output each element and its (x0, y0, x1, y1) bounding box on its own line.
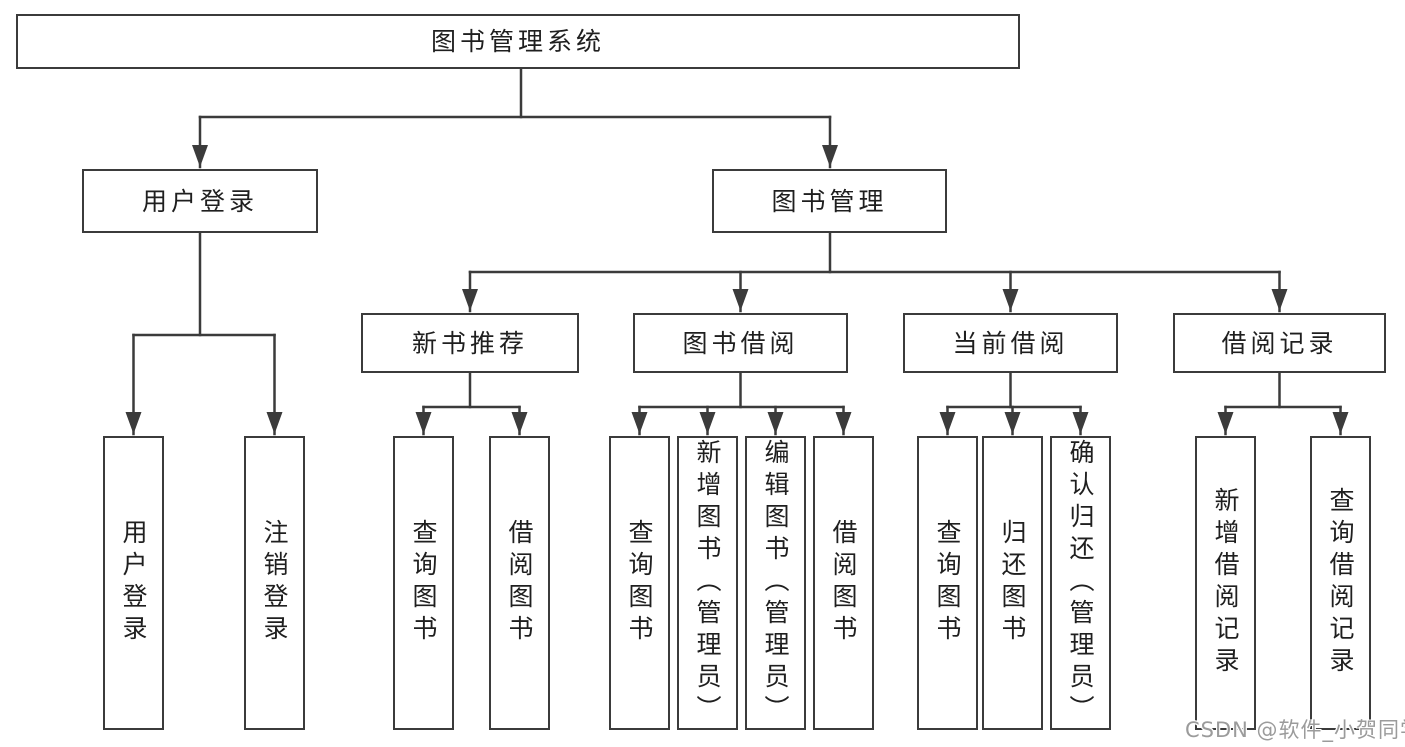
node-label: 确认归还（管理员） (1066, 439, 1095, 727)
node-label: 借阅图书 (505, 519, 534, 647)
node-new-book-recommendation: 新书推荐 (361, 313, 579, 373)
leaf-confirm-return-admin: 确认归还（管理员） (1050, 436, 1111, 730)
node-label: 图书管理 (771, 186, 888, 216)
node-user-login: 用户登录 (82, 169, 318, 233)
leaf-add-book-admin: 新增图书（管理员） (677, 436, 738, 730)
node-current-borrowing: 当前借阅 (903, 313, 1118, 373)
node-label: 用户登录 (141, 186, 258, 216)
node-label: 当前借阅 (952, 328, 1069, 358)
node-label: 新增图书（管理员） (693, 439, 722, 727)
csdn-watermark: CSDN @软件_小贺同学 (1185, 718, 1405, 742)
node-label: 查询图书 (625, 519, 654, 647)
node-label: 查询借阅记录 (1326, 487, 1355, 679)
node-label: 编辑图书（管理员） (761, 439, 790, 727)
node-label: 借阅记录 (1221, 328, 1338, 358)
node-book-management: 图书管理 (712, 169, 947, 233)
node-label: 用户登录 (119, 519, 148, 647)
leaf-borrow-books-recommend: 借阅图书 (489, 436, 550, 730)
node-label: 注销登录 (260, 519, 289, 647)
node-label: 借阅图书 (829, 519, 858, 647)
leaf-edit-book-admin: 编辑图书（管理员） (745, 436, 806, 730)
leaf-user-login: 用户登录 (103, 436, 164, 730)
node-label: 图书管理系统 (430, 27, 605, 56)
node-borrowing-records: 借阅记录 (1173, 313, 1386, 373)
leaf-query-borrow-record: 查询借阅记录 (1310, 436, 1371, 730)
leaf-return-books: 归还图书 (982, 436, 1043, 730)
leaf-query-books-current: 查询图书 (917, 436, 978, 730)
node-label: 图书借阅 (682, 328, 799, 358)
leaf-add-borrow-record: 新增借阅记录 (1195, 436, 1256, 730)
leaf-query-books-recommend: 查询图书 (393, 436, 454, 730)
leaf-logout: 注销登录 (244, 436, 305, 730)
node-label: 查询图书 (409, 519, 438, 647)
node-library-system: 图书管理系统 (16, 14, 1020, 69)
leaf-query-books-borrow: 查询图书 (609, 436, 670, 730)
node-label: 查询图书 (933, 519, 962, 647)
node-label: 新增借阅记录 (1211, 487, 1240, 679)
node-label: 归还图书 (998, 519, 1027, 647)
node-label: 新书推荐 (411, 328, 528, 358)
node-book-borrowing: 图书借阅 (633, 313, 848, 373)
leaf-borrow-books: 借阅图书 (813, 436, 874, 730)
